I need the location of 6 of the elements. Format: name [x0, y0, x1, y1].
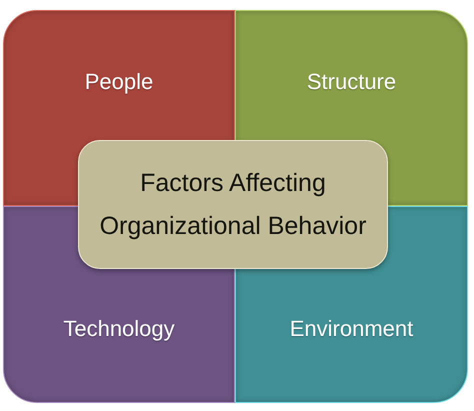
factor-label: Environment — [290, 316, 414, 342]
factor-label: People — [84, 69, 154, 95]
title-overlay — [78, 140, 388, 269]
factor-label: Structure — [306, 69, 396, 95]
center-title: Factors Affecting Organizational Behavior — [98, 168, 368, 242]
factor-label: Technology — [63, 316, 175, 342]
